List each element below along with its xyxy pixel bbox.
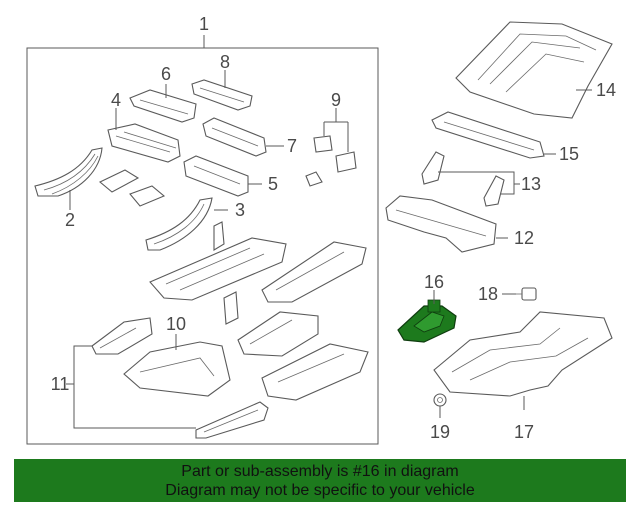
callout-11[interactable]: 11 (51, 374, 70, 394)
part-19[interactable] (433, 393, 447, 407)
callout-15[interactable]: 15 (559, 144, 579, 164)
part-5[interactable] (183, 155, 249, 197)
floor-rear-piece (261, 343, 369, 401)
part-3[interactable] (145, 197, 213, 251)
part-17[interactable] (433, 311, 613, 397)
bracket-c (223, 291, 239, 325)
callout-5[interactable]: 5 (268, 174, 278, 194)
bracket-b (213, 221, 225, 251)
part-10[interactable] (123, 341, 231, 397)
part-14[interactable] (455, 21, 613, 119)
callout-8[interactable]: 8 (220, 52, 230, 72)
callout-19[interactable]: 19 (430, 422, 450, 442)
part-15[interactable] (431, 111, 545, 159)
bracket-a (98, 169, 166, 207)
callout-3[interactable]: 3 (235, 200, 245, 220)
callout-1[interactable]: 1 (199, 14, 209, 34)
banner-line-2: Diagram may not be specific to your vehi… (165, 482, 475, 499)
part-12[interactable] (385, 195, 497, 253)
part-13[interactable] (421, 151, 505, 207)
part-11-upper[interactable] (91, 317, 153, 355)
banner-line-1: Part or sub-assembly is #16 in diagram (181, 463, 459, 480)
callout-9[interactable]: 9 (331, 90, 341, 110)
part-16-highlighted[interactable] (397, 299, 457, 343)
callout-18[interactable]: 18 (478, 284, 498, 304)
floor-center-piece (237, 311, 319, 357)
callout-14[interactable]: 14 (596, 80, 616, 100)
part-2[interactable] (34, 147, 103, 197)
part-7[interactable] (202, 117, 267, 157)
part-11-lower[interactable] (195, 401, 269, 439)
callout-6[interactable]: 6 (161, 64, 171, 84)
part-18[interactable] (516, 287, 537, 301)
part-6[interactable] (129, 89, 197, 123)
callout-17[interactable]: 17 (514, 422, 534, 442)
callout-13[interactable]: 13 (521, 174, 541, 194)
callout-16[interactable]: 16 (424, 272, 444, 292)
floor-pan-rear (261, 241, 367, 303)
floor-pan-front (149, 237, 287, 301)
assembly-1-box (26, 47, 379, 445)
info-banner: Part or sub-assembly is #16 in diagram D… (14, 459, 626, 502)
callout-12[interactable]: 12 (514, 228, 534, 248)
part-4[interactable] (107, 123, 181, 163)
callout-4[interactable]: 4 (111, 90, 121, 110)
callout-2[interactable]: 2 (65, 210, 75, 230)
callout-7[interactable]: 7 (287, 136, 297, 156)
callout-10[interactable]: 10 (166, 314, 186, 334)
part-8[interactable] (191, 79, 253, 111)
part-9[interactable] (305, 135, 357, 187)
